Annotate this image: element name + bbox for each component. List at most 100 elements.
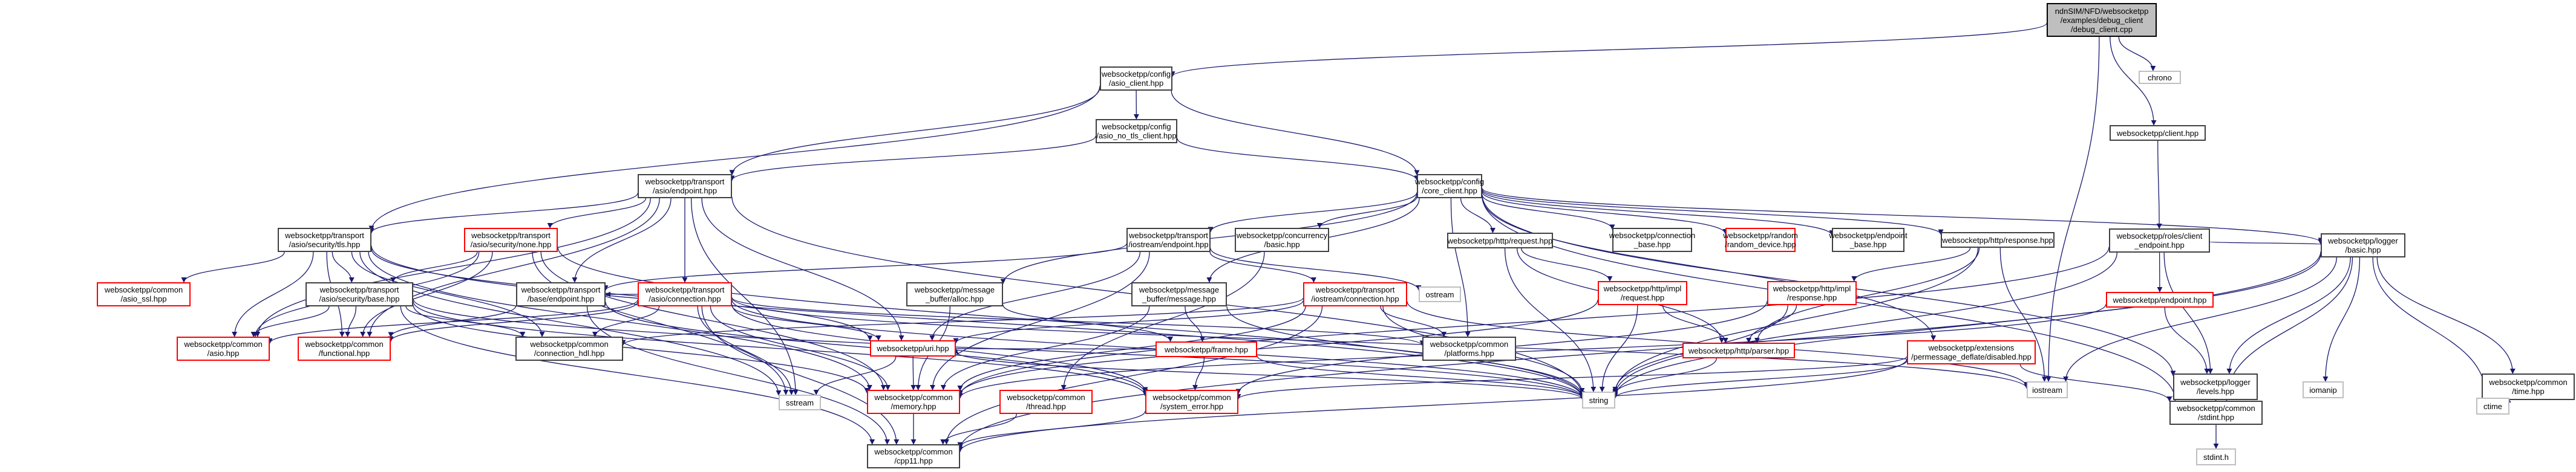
edge-base_endpoint-to-cpp11 xyxy=(586,306,891,445)
edge-asio_connection-to-connection_hdl xyxy=(592,306,660,337)
node-roles-client[interactable]: websocketpp/roles/client _endpoint.hpp xyxy=(2109,228,2210,253)
node-sec-base[interactable]: websocketpp/transport /asio/security/bas… xyxy=(306,282,413,306)
node-impl-request[interactable]: websocketpp/http/impl /request.hpp xyxy=(1598,281,1687,305)
edge-tls-to-memory xyxy=(368,251,872,390)
edge-ios_endpoint-to-uri xyxy=(929,251,1141,341)
edge-asio_connection-to-asio xyxy=(267,299,638,344)
edge-ios_endpoint-to-memory xyxy=(929,251,1150,390)
node-functional[interactable]: websocketpp/common /functional.hpp xyxy=(298,337,391,361)
edge-frame-to-system_error xyxy=(1192,357,1205,390)
edge-asio_client-to-core_client xyxy=(1171,90,1420,176)
node-ios-endpoint[interactable]: websocketpp/transport /iostream/endpoint… xyxy=(1126,228,1211,252)
node-core-client[interactable]: websocketpp/config /core_client.hpp xyxy=(1415,174,1484,198)
edge-frame-to-string xyxy=(1257,355,1585,399)
node-alloc[interactable]: websocketpp/message _buffer/alloc.hpp xyxy=(906,282,1003,306)
node-asio[interactable]: websocketpp/common /asio.hpp xyxy=(177,337,270,361)
edge-http_response-to-impl_response xyxy=(1851,247,1971,282)
node-client[interactable]: websocketpp/client.hpp xyxy=(2110,125,2206,141)
node-ostream[interactable]: ostream xyxy=(1419,286,1461,302)
node-string[interactable]: string xyxy=(1582,392,1615,409)
node-asio-endpoint[interactable]: websocketpp/transport /asio/endpoint.hpp xyxy=(638,174,732,198)
node-http-response[interactable]: websocketpp/http/response.hpp xyxy=(1941,232,2055,248)
edge-root-to-client xyxy=(2110,36,2157,126)
edge-pmd_disabled-to-stdint xyxy=(2019,364,2172,402)
node-frame[interactable]: websocketpp/frame.hpp xyxy=(1156,341,1257,357)
edge-core_client-to-ios_endpoint xyxy=(1208,192,1417,233)
node-pmd-disabled[interactable]: websocketpp/extensions /permessage_defla… xyxy=(1907,340,2036,364)
edge-logger_basic-to-iostream xyxy=(2063,257,2337,382)
node-memory[interactable]: websocketpp/common /memory.hpp xyxy=(867,390,960,414)
node-ios-connection[interactable]: websocketpp/transport /iostream/connecti… xyxy=(1303,282,1407,306)
edge-logger_basic-to-ctime xyxy=(2372,257,2489,398)
node-cpp11[interactable]: websocketpp/common /cpp11.hpp xyxy=(867,444,960,468)
edge-asio_no_tls-to-core_client xyxy=(1177,138,1420,181)
edge-asio_endpoint-to-sstream xyxy=(690,198,799,395)
edge-impl_request-to-parser xyxy=(1662,305,1728,343)
edge-endpoint-to-memory xyxy=(957,304,2107,399)
node-levels[interactable]: websocketpp/logger /levels.hpp xyxy=(2173,373,2258,400)
edge-sec_base-to-connection_hdl xyxy=(405,306,526,337)
edge-ios_endpoint-to-ios_connection xyxy=(1209,251,1316,283)
edge-ios_connection-to-memory xyxy=(957,306,1306,392)
edge-root-to-iostream xyxy=(2045,36,2100,382)
edge-uri-to-memory xyxy=(910,356,917,390)
edge-alloc-to-frame xyxy=(1002,305,1174,342)
edge-system_error-to-cpp11 xyxy=(957,410,1146,448)
node-root: ndnSIM/NFD/websocketpp /examples/debug_c… xyxy=(2047,3,2157,37)
edge-pmd_disabled-to-cpp11 xyxy=(957,358,1907,453)
edge-uri-to-sstream xyxy=(813,356,897,395)
edge-logger_basic-to-time xyxy=(2376,257,2516,374)
node-ctime[interactable]: ctime xyxy=(2476,398,2509,415)
node-asio-client[interactable]: websocketpp/config /asio_client.hpp xyxy=(1100,66,1172,91)
node-platforms[interactable]: websocketpp/common /platforms.hpp xyxy=(1422,337,1516,361)
edge-asio_client-to-tls xyxy=(368,85,1100,231)
node-concurrency[interactable]: websocketpp/concurrency /basic.hpp xyxy=(1235,228,1329,252)
edge-root-to-asio_client xyxy=(1169,23,2047,77)
node-iomanip[interactable]: iomanip xyxy=(2303,381,2344,398)
node-connection-base[interactable]: websocketpp/connection _base.hpp xyxy=(1609,228,1695,252)
node-thread[interactable]: websocketpp/common /thread.hpp xyxy=(999,390,1093,414)
edge-tls-to-asio_ssl xyxy=(181,251,285,283)
edge-sec_base-to-system_error xyxy=(413,301,1148,396)
node-uri[interactable]: websocketpp/uri.hpp xyxy=(870,340,956,357)
node-random-device[interactable]: websocketpp/random /random_device.hpp xyxy=(1723,228,1798,252)
node-chrono[interactable]: chrono xyxy=(2139,71,2181,84)
node-system-error[interactable]: websocketpp/common /system_error.hpp xyxy=(1145,390,1238,414)
node-endpoint[interactable]: websocketpp/endpoint.hpp xyxy=(2106,292,2214,308)
edge-none-to-string xyxy=(557,247,1585,398)
node-none[interactable]: websocketpp/transport /asio/security/non… xyxy=(464,228,558,252)
node-asio-no-tls[interactable]: websocketpp/config /asio_no_tls_client.h… xyxy=(1096,119,1177,143)
edge-pmd_disabled-to-string xyxy=(1612,360,1907,399)
node-asio-connection[interactable]: websocketpp/transport /asio/connection.h… xyxy=(638,282,732,306)
node-http-request[interactable]: websocketpp/http/request.hpp xyxy=(1447,233,1553,248)
node-asio-ssl[interactable]: websocketpp/common /asio_ssl.hpp xyxy=(97,282,191,306)
edge-logger_basic-to-string xyxy=(1612,254,2321,398)
node-message[interactable]: websocketpp/message _buffer/message.hpp xyxy=(1131,282,1227,306)
node-time[interactable]: websocketpp/common /time.hpp xyxy=(2482,373,2575,400)
edge-asio_endpoint-to-none xyxy=(547,198,647,228)
node-connection-hdl[interactable]: websocketpp/common /connection_hdl.hpp xyxy=(515,337,623,361)
edge-core_client-to-logger_basic xyxy=(1482,187,2324,244)
edge-ios_endpoint-to-ostream xyxy=(1210,248,1422,291)
node-stdint[interactable]: websocketpp/common /stdint.hpp xyxy=(2169,401,2263,425)
node-iostream[interactable]: iostream xyxy=(2027,381,2068,398)
node-parser[interactable]: websocketpp/http/parser.hpp xyxy=(1682,343,1795,358)
node-logger-basic[interactable]: websocketpp/logger /basic.hpp xyxy=(2321,233,2405,257)
edge-roles_client-to-memory xyxy=(957,247,2110,396)
edge-tls-to-sec_base xyxy=(332,251,355,283)
edge-none-to-sec_base xyxy=(390,251,478,283)
edge-core_client-to-endpoint_base xyxy=(1482,190,1835,236)
edge-roles_client-to-string xyxy=(1612,252,2117,396)
node-impl-response[interactable]: websocketpp/http/impl /response.hpp xyxy=(1767,281,1857,305)
node-sstream[interactable]: sstream xyxy=(779,395,821,410)
edge-asio_connection-to-uri xyxy=(731,305,881,341)
node-base-endpoint[interactable]: websocketpp/transport /base/endpoint.hpp xyxy=(516,282,606,306)
edge-ios_connection-to-connection_hdl xyxy=(620,297,1304,346)
edge-asio_endpoint-to-functional xyxy=(367,198,660,337)
edge-message-to-frame xyxy=(1185,306,1206,342)
edge-core_client-to-platforms xyxy=(1450,198,1471,337)
node-endpoint-base[interactable]: websocketpp/endpoint _base.hpp xyxy=(1829,228,1907,252)
node-stdint-h[interactable]: stdint.h xyxy=(2196,448,2236,465)
node-tls[interactable]: websocketpp/transport /asio/security/tls… xyxy=(278,228,371,252)
